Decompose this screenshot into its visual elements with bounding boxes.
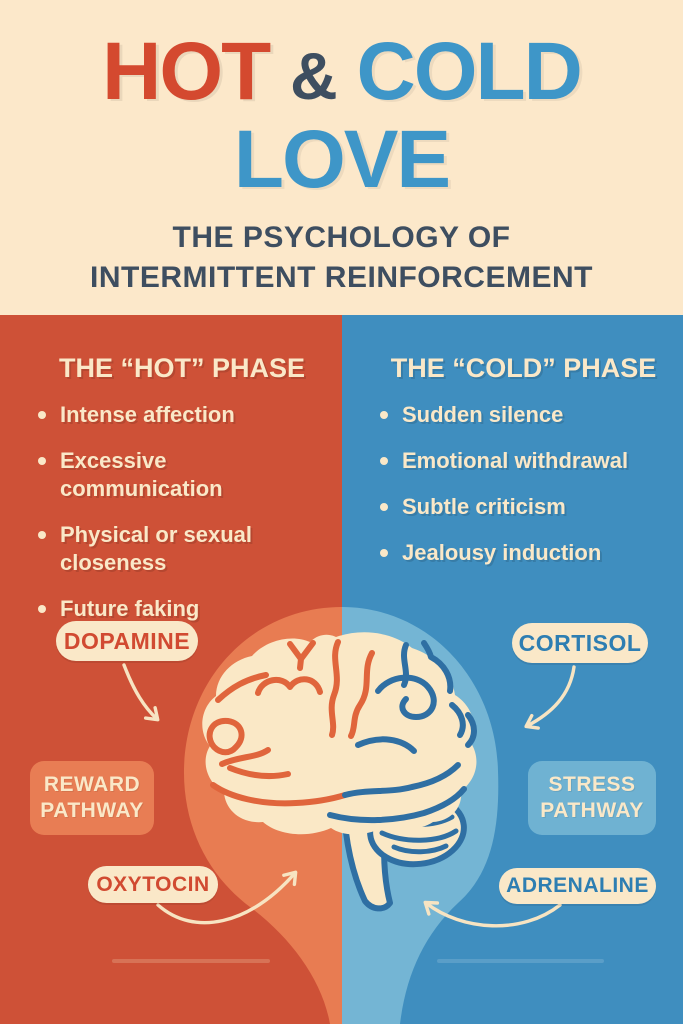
reward-pathway-box: REWARD PATHWAY: [30, 761, 154, 835]
title-ampersand: &: [290, 39, 338, 113]
cold-phase-bullet-list: Sudden silence Emotional withdrawal Subt…: [378, 401, 669, 567]
oxytocin-badge: OXYTOCIN: [88, 866, 218, 903]
cortisol-badge: CORTISOL: [512, 623, 648, 663]
stress-pathway-box: STRESS PATHWAY: [528, 761, 656, 835]
curved-arrow-oxytocin-icon: [156, 870, 298, 925]
list-item: Physical or sexual closeness: [36, 521, 328, 577]
list-item: Emotional withdrawal: [378, 447, 669, 475]
poster-title: HOT & COLD LOVE: [0, 0, 683, 202]
reward-pathway-label: REWARD PATHWAY: [40, 773, 144, 822]
list-item: Intense affection: [36, 401, 328, 429]
list-item: Future faking: [36, 595, 328, 623]
dopamine-badge: DOPAMINE: [56, 621, 198, 661]
brain-illustration: [122, 607, 576, 1024]
footer-divider-left: [112, 959, 270, 963]
curved-arrow-adrenaline-icon: [423, 900, 562, 928]
list-item: Subtle criticism: [378, 493, 669, 521]
adrenaline-badge: ADRENALINE: [499, 868, 656, 904]
list-item: Sudden silence: [378, 401, 669, 429]
stress-pathway-label: STRESS PATHWAY: [540, 773, 644, 822]
hot-phase-title: THE “HOT” PHASE: [58, 353, 306, 383]
title-word-hot: HOT: [102, 26, 271, 117]
curved-arrow-cortisol-icon: [524, 665, 576, 730]
poster-header: HOT & COLD LOVE THE PSYCHOLOGY OF INTERM…: [0, 0, 683, 315]
cold-phase-title: THE “COLD” PHASE: [390, 353, 657, 383]
title-word-cold: COLD: [356, 26, 583, 117]
title-word-love: LOVE: [233, 114, 451, 205]
footer-divider-right: [437, 959, 604, 963]
subtitle-line-2: INTERMITTENT REINFORCEMENT: [90, 261, 593, 294]
curved-arrow-dopamine-icon: [122, 663, 160, 722]
subtitle-line-1: THE PSYCHOLOGY OF: [172, 221, 511, 254]
hot-phase-bullet-list: Intense affection Excessive communicatio…: [36, 401, 328, 623]
list-item: Excessive communication: [36, 447, 328, 503]
list-item: Jealousy induction: [378, 539, 669, 567]
gyri-lines-orange: [206, 639, 375, 807]
poster-subtitle: THE PSYCHOLOGY OF INTERMITTENT REINFORCE…: [0, 218, 683, 298]
gyri-lines-blue: [327, 640, 477, 824]
phase-comparison-band: THE “HOT” PHASE Intense affection Excess…: [0, 315, 683, 1024]
